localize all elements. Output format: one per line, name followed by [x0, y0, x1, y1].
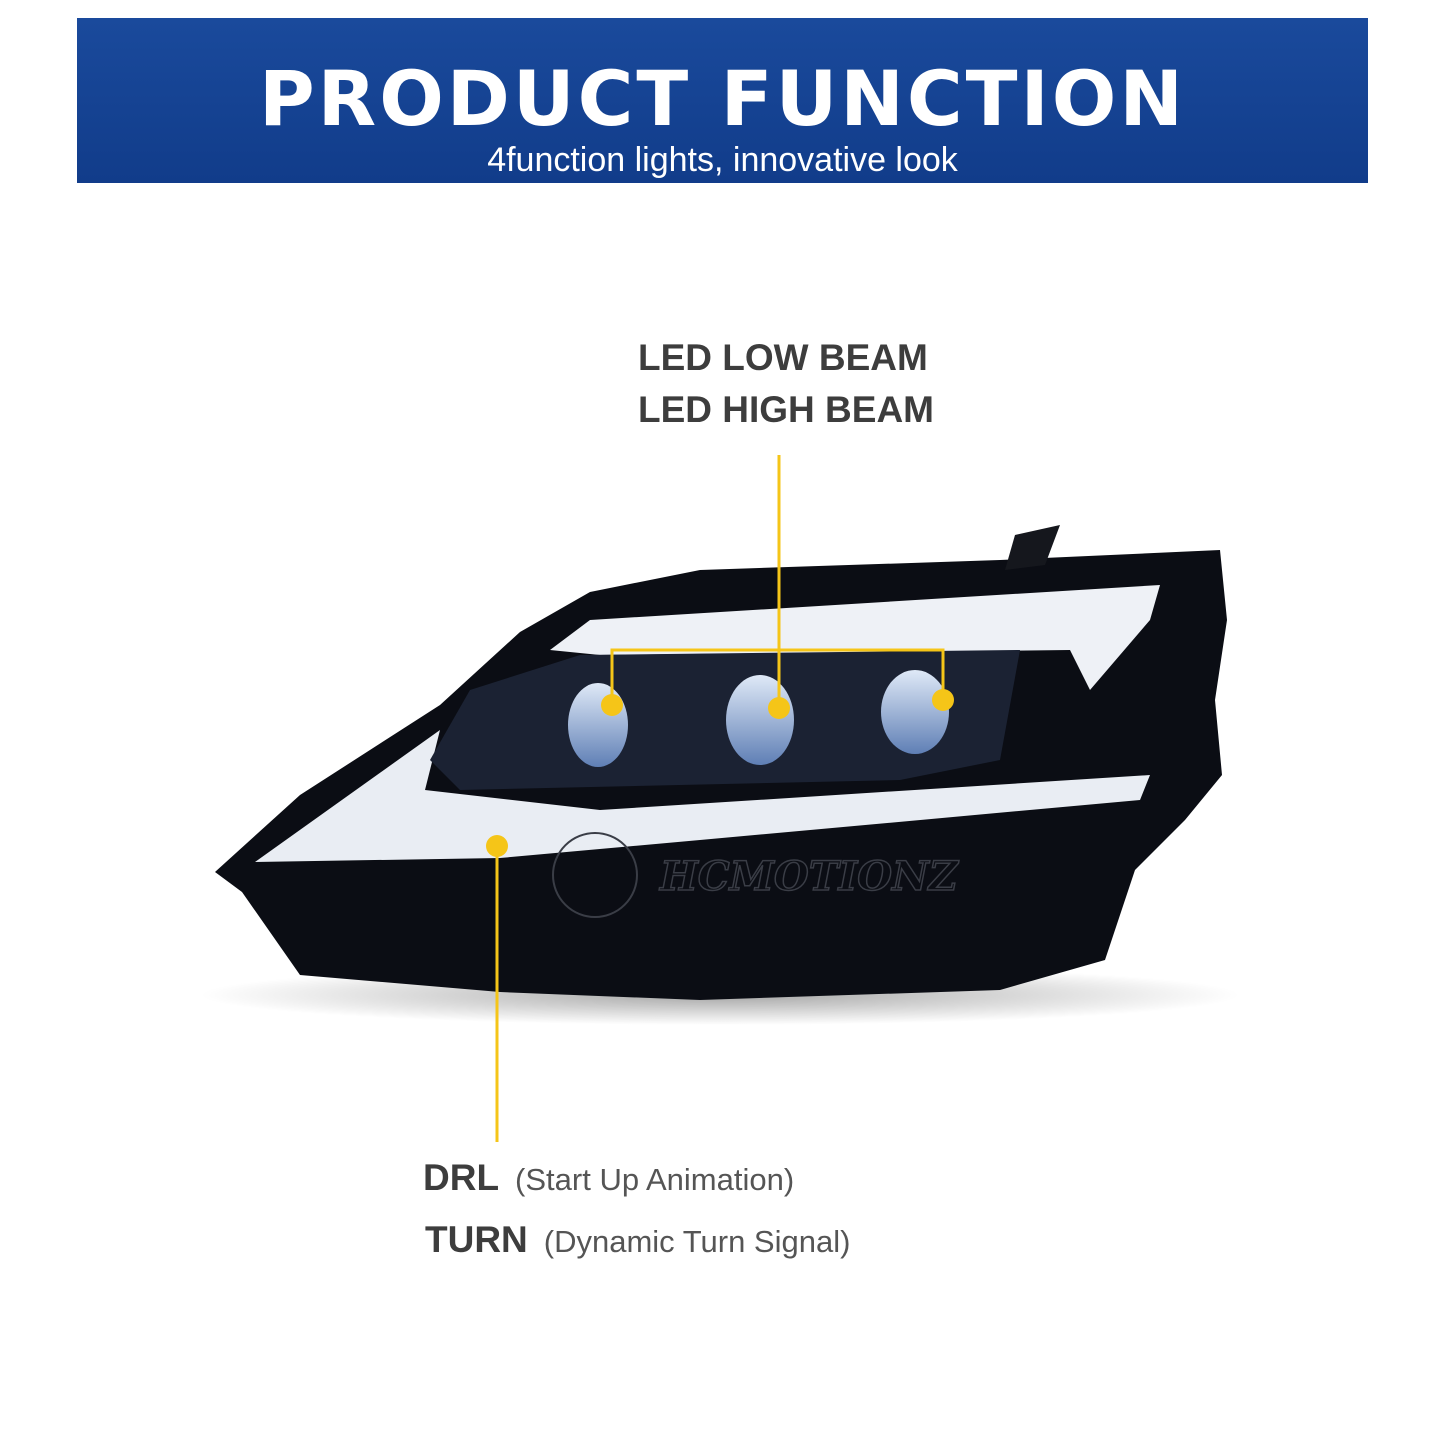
low-beam-marker-right — [932, 689, 954, 711]
callout-lines — [495, 455, 945, 1142]
drl-marker — [486, 835, 508, 857]
low-beam-marker-left — [601, 694, 623, 716]
drl-note: (Start Up Animation) — [515, 1162, 795, 1197]
watermark: HCMOTIONZ — [659, 853, 960, 900]
low-beam-label: LED LOW BEAM — [638, 337, 928, 378]
turn-name: TURN — [425, 1219, 528, 1260]
drl-label: DRL (Start Up Animation) — [423, 1156, 794, 1202]
page-subtitle: 4function lights, innovative look — [487, 141, 958, 179]
header-banner: PRODUCT FUNCTION 4function lights, innov… — [77, 18, 1368, 183]
drl-name: DRL — [423, 1157, 500, 1198]
headlight-body: HCMOTIONZ — [215, 525, 1227, 1000]
high-beam-label: LED HIGH BEAM — [638, 389, 934, 430]
page-title: PRODUCT FUNCTION — [258, 54, 1187, 143]
turn-label: TURN (Dynamic Turn Signal) — [425, 1218, 850, 1264]
turn-note: (Dynamic Turn Signal) — [543, 1224, 851, 1259]
low-beam-marker-center — [768, 697, 790, 719]
